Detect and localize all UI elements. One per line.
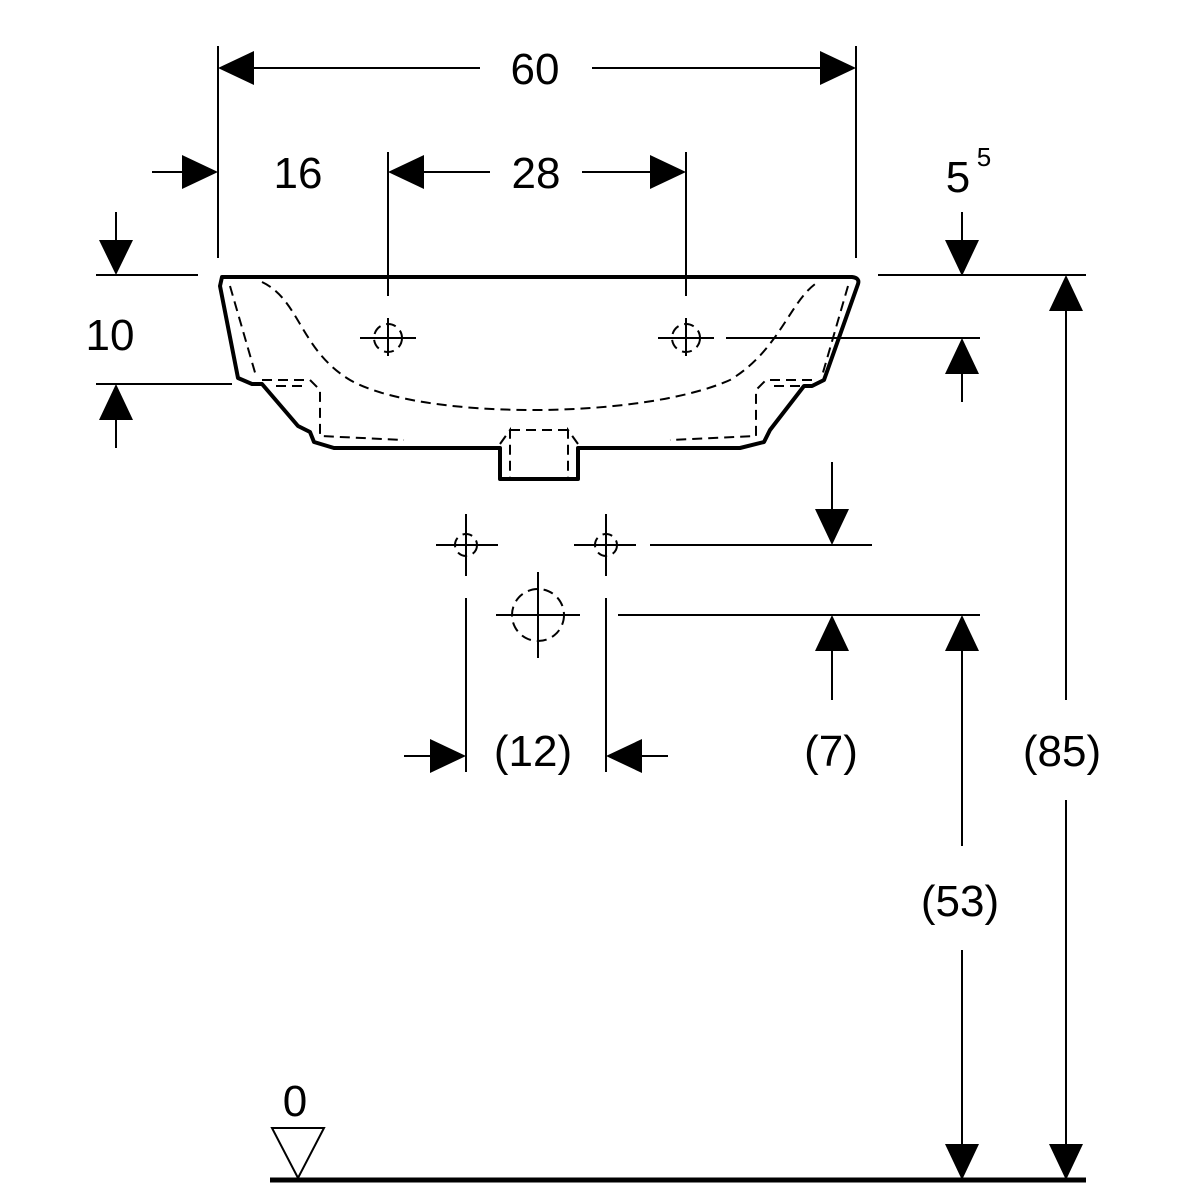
basin-outline xyxy=(218,275,861,481)
floor-level-label: 0 xyxy=(283,1077,307,1126)
left-offset-label: 16 xyxy=(274,149,323,198)
dimension-overall-width: 60 xyxy=(217,45,857,258)
dimension-rim-height: (85) xyxy=(1023,275,1101,1180)
arrowhead-up-icon xyxy=(815,615,849,651)
arrowhead-down-icon xyxy=(1049,1144,1083,1180)
basin-hidden-contours xyxy=(229,281,849,478)
arrowhead-up-icon xyxy=(945,338,979,374)
overall-width-label: 60 xyxy=(511,45,560,94)
supply-spacing-label: (12) xyxy=(494,727,572,776)
arrowhead-up-icon xyxy=(945,615,979,651)
arrowhead-right-icon xyxy=(820,51,856,85)
dimension-drain-height: (53) xyxy=(921,615,999,1180)
dimension-supply-drain-offset: (7) xyxy=(804,462,858,776)
rim-thickness-label: 5 xyxy=(946,153,970,202)
rim-thickness-superscript: 5 xyxy=(977,142,991,172)
tap-hole-right xyxy=(658,318,714,356)
dimension-supply-spacing: (12) xyxy=(404,598,668,776)
dimension-tap-hole-spacing: 28 xyxy=(387,149,687,296)
dimension-left-offset: 16 xyxy=(152,149,322,198)
arrowhead-left-icon xyxy=(606,739,642,773)
arrowhead-right-icon xyxy=(650,155,686,189)
tap-hole-depth-label: 10 xyxy=(86,311,135,360)
level-triangle-icon xyxy=(270,1127,326,1181)
supply-drain-offset-label: (7) xyxy=(804,727,858,776)
supply-connection-left xyxy=(436,514,498,576)
tap-hole-left xyxy=(360,318,416,356)
arrowhead-down-icon xyxy=(945,240,979,276)
floor-level: 0 xyxy=(270,1077,1086,1183)
arrowhead-right-icon xyxy=(182,155,218,189)
drain-height-label: (53) xyxy=(921,877,999,926)
tap-hole-spacing-label: 28 xyxy=(512,149,561,198)
arrowhead-left-icon xyxy=(388,155,424,189)
rim-height-label: (85) xyxy=(1023,727,1101,776)
supply-connection-right xyxy=(574,514,636,576)
dimension-tap-hole-depth: 10 xyxy=(86,212,232,448)
arrowhead-down-icon xyxy=(99,240,133,275)
arrowhead-up-icon xyxy=(99,384,133,420)
arrowhead-right-icon xyxy=(430,739,466,773)
arrowhead-up-icon xyxy=(1049,275,1083,311)
arrowhead-down-icon xyxy=(945,1144,979,1180)
drain-connection xyxy=(496,572,580,658)
arrowhead-down-icon xyxy=(815,509,849,545)
dimension-rim-thickness: 5 5 xyxy=(726,142,991,402)
arrowhead-left-icon xyxy=(218,51,254,85)
